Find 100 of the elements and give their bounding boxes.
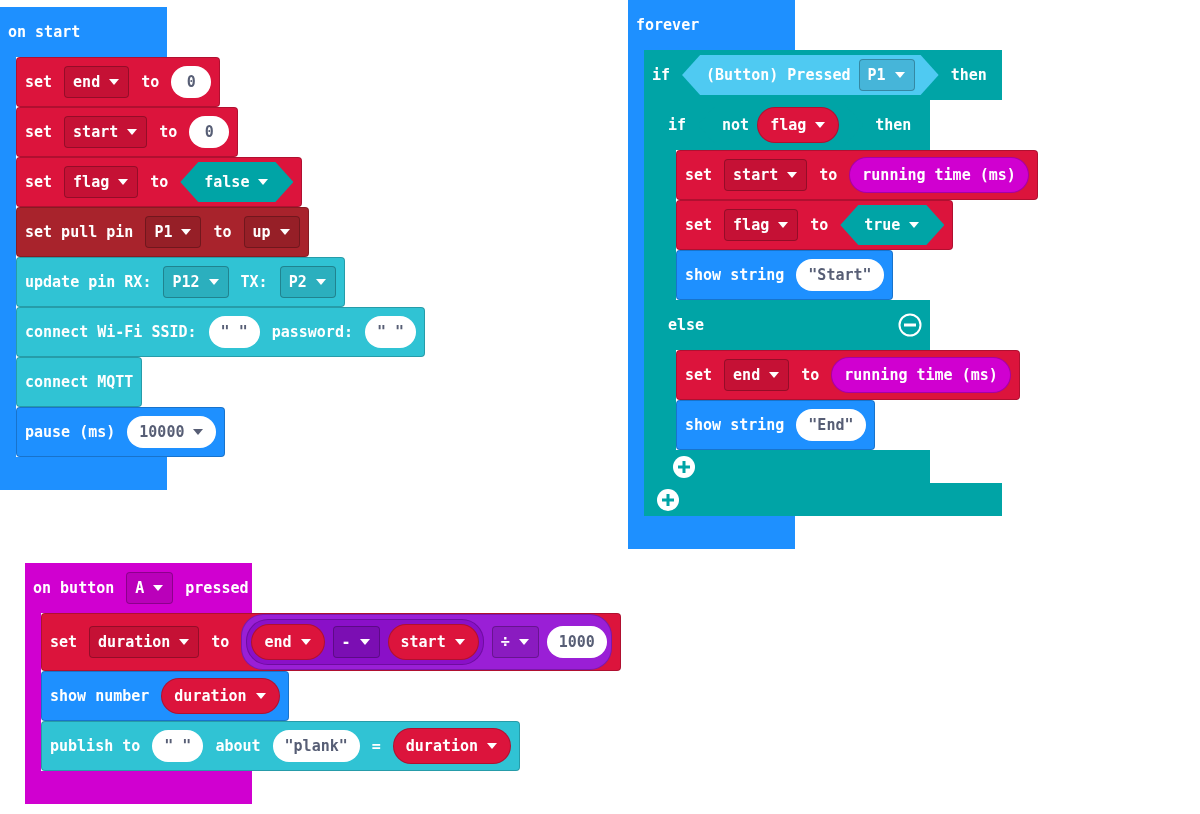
reporter-block: [387, 624, 479, 660]
block-label: set: [25, 121, 53, 143]
statement-block: [16, 57, 221, 107]
block-label: duration: [405, 735, 479, 757]
value-input: 1000: [546, 626, 607, 658]
block-label: set pull pin: [25, 221, 134, 243]
dropdown: up: [243, 216, 300, 248]
block-label: forever: [636, 14, 700, 36]
statement-block: [41, 671, 289, 721]
block-label: if: [668, 114, 687, 136]
dropdown: P2: [279, 266, 336, 298]
block-label: connect Wi-Fi SSID:: [25, 321, 197, 343]
dropdown: end: [64, 66, 130, 98]
block-label: set: [685, 164, 713, 186]
block-label: set: [685, 364, 713, 386]
block-label: to: [150, 171, 169, 193]
block-label: set: [50, 631, 78, 653]
statement-block: [676, 350, 1020, 400]
block-label: set: [25, 71, 53, 93]
block-label: set: [25, 171, 53, 193]
block-label: (Button) Pressed: [706, 64, 851, 86]
block-label: publish to: [50, 735, 141, 757]
statement-block: [16, 407, 226, 457]
dropdown: start: [724, 159, 808, 191]
block-label: show string: [685, 264, 785, 286]
value-input: "End": [796, 409, 866, 441]
value-input: "plank": [272, 730, 360, 762]
block-label: not: [722, 114, 750, 136]
math-block: [246, 619, 484, 665]
reporter-block: [849, 157, 1029, 193]
statement-block: [676, 200, 954, 250]
event-block: [0, 7, 426, 490]
dropdown: 10000: [127, 416, 217, 448]
event-block: [628, 0, 1038, 549]
block-label: if: [652, 64, 671, 86]
statement-block: [16, 257, 345, 307]
block-label: start: [400, 631, 446, 653]
dropdown: start: [64, 116, 148, 148]
block-label: show number: [50, 685, 150, 707]
statement-block: [16, 157, 303, 207]
block-label: end: [264, 631, 292, 653]
block-label: to: [810, 214, 829, 236]
block-label: on start: [8, 21, 81, 43]
reporter-block: [831, 357, 1011, 393]
dropdown: ÷: [491, 626, 539, 658]
dropdown: P1: [858, 59, 915, 91]
block-label: then: [875, 114, 912, 136]
value-input: 0: [171, 66, 212, 98]
dropdown: A: [126, 572, 174, 604]
statement-block: [16, 207, 309, 257]
reporter-block: [161, 678, 280, 714]
block-label: password:: [271, 321, 353, 343]
block-label: running time (ms): [844, 364, 998, 386]
block-label: duration: [174, 685, 247, 707]
block-label: update pin RX:: [25, 271, 152, 293]
block-label: to: [141, 71, 160, 93]
block-label: pressed: [185, 577, 249, 599]
dropdown: -: [332, 626, 380, 658]
block-label: about: [215, 735, 261, 757]
block-label: to: [213, 221, 232, 243]
dropdown: flag: [724, 209, 799, 241]
block-label: on button: [33, 577, 115, 599]
block-label: TX:: [240, 271, 268, 293]
block-label: to: [801, 364, 820, 386]
block-label: set: [685, 214, 713, 236]
reporter-block: [392, 728, 512, 764]
block-label: to: [211, 631, 230, 653]
dropdown: P12: [163, 266, 229, 298]
statement-block: [676, 150, 1038, 200]
statement-block: [16, 357, 143, 407]
block-label: else: [668, 314, 705, 336]
block-label: to: [819, 164, 838, 186]
statement-block: [16, 307, 426, 357]
statement-block: [41, 613, 621, 671]
block-label: to: [159, 121, 178, 143]
value-input: " ": [208, 316, 260, 348]
math-block: [241, 614, 612, 670]
block-label: true: [864, 214, 901, 236]
block-label: running time (ms): [862, 164, 1016, 186]
block-label: pause (ms): [25, 421, 116, 443]
dropdown: duration: [89, 626, 200, 658]
statement-block: [676, 400, 875, 450]
value-input: " ": [152, 730, 204, 762]
block-label: show string: [685, 414, 785, 436]
block-label: connect MQTT: [25, 371, 134, 393]
block-label: flag: [770, 114, 807, 136]
dropdown: end: [724, 359, 790, 391]
value-input: "Start": [796, 259, 884, 291]
if-block: [660, 100, 1038, 483]
block-label: false: [204, 171, 250, 193]
statement-block: [16, 107, 239, 157]
statement-block: [41, 721, 521, 771]
if-block: [644, 50, 1038, 516]
dropdown: P1: [145, 216, 202, 248]
event-block: [25, 563, 621, 804]
block-label: =: [371, 735, 381, 757]
value-input: " ": [364, 316, 417, 348]
dropdown: flag: [64, 166, 139, 198]
statement-block: [676, 250, 893, 300]
value-input: 0: [189, 116, 230, 148]
